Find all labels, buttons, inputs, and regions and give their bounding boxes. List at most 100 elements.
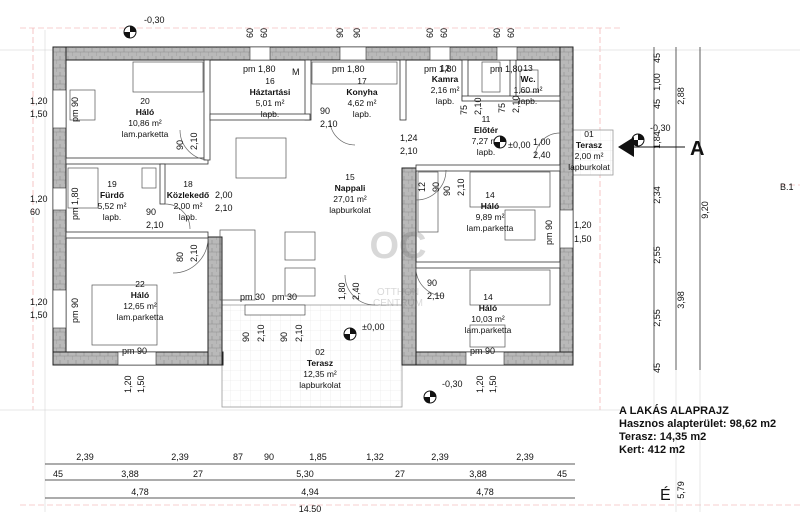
room-floor: lam.parketta xyxy=(117,312,164,322)
dimension-label: 2,88 xyxy=(676,87,686,105)
room-number: 22 xyxy=(135,279,145,289)
apartment-info: A LAKÁS ALAPRAJZ Hasznos alapterület: 98… xyxy=(619,405,799,457)
door-width-label: 75 xyxy=(459,105,469,115)
door-width-label: 80 xyxy=(175,252,185,262)
door-width-label: 1,24 xyxy=(400,133,418,143)
svg-text:±0,00: ±0,00 xyxy=(362,322,384,332)
room-area: 10,86 m² xyxy=(128,118,162,128)
room-area: 5,52 m² xyxy=(98,201,127,211)
dimension-label: 2,39 xyxy=(431,452,449,462)
room-floor: lapb. xyxy=(519,96,537,106)
room-area: 2,00 m² xyxy=(575,151,604,161)
window-parapet-label: pm 90 xyxy=(470,346,495,356)
room-name: Közlekedő xyxy=(167,190,210,200)
info-terrace-area: Terasz: 14,35 m2 xyxy=(619,431,707,443)
svg-text:-0,30: -0,30 xyxy=(650,123,671,133)
room-number: 02 xyxy=(315,347,325,357)
room-number: 12 xyxy=(440,63,450,73)
room-floor: lapb. xyxy=(436,96,454,106)
window-width-label: 1,20 xyxy=(475,375,485,393)
dimension-label: 45 xyxy=(652,53,662,63)
svg-text:-0,30: -0,30 xyxy=(144,15,165,25)
dimension-label: 14,50 xyxy=(299,504,322,512)
window-width-label: 1,20 xyxy=(123,375,133,393)
dimension-label: 27 xyxy=(395,469,405,479)
room-area: 5,01 m² xyxy=(256,98,285,108)
room-area: 2,00 m² xyxy=(174,201,203,211)
interior-walls xyxy=(65,59,561,269)
dimension-label: 1,84 xyxy=(652,131,662,149)
window-parapet-label: pm 1,80 xyxy=(490,64,523,74)
door-height-label: 2,40 xyxy=(351,282,361,300)
window-height-label: 1,50 xyxy=(30,310,48,320)
window-parapet-label: pm 1,80 xyxy=(243,64,276,74)
dimension-lines-bottom xyxy=(45,463,575,499)
window-width-label: 1,20 xyxy=(30,194,48,204)
window-height-label: 1,50 xyxy=(30,109,48,119)
window-width-label: 1,20 xyxy=(30,96,48,106)
room-name: Kamra xyxy=(432,74,459,84)
svg-text:±0,00: ±0,00 xyxy=(508,140,530,150)
window-height-label: 60 xyxy=(506,28,516,38)
dimension-lines-right xyxy=(653,47,701,370)
room-number: 15 xyxy=(345,172,355,182)
door-width-label: 90 xyxy=(175,140,185,150)
dimension-label: 1,00 xyxy=(652,73,662,91)
room-floor: lam.parketta xyxy=(122,129,169,139)
furniture xyxy=(67,61,551,348)
dimension-label: 2,55 xyxy=(652,309,662,327)
door-parapet-label: pm 30 xyxy=(272,292,297,302)
door-dimension-label: 2,10 xyxy=(294,324,304,342)
door-height-label: 90 xyxy=(431,182,441,192)
room-name: Terasz xyxy=(307,358,333,368)
room-floor: lam.parketta xyxy=(467,223,514,233)
dimension-label: 87 xyxy=(233,452,243,462)
dimension-label: 45 xyxy=(557,469,567,479)
window-width-label: 60 xyxy=(245,28,255,38)
room-area: 12,65 m² xyxy=(123,301,157,311)
door-height-label: 2,10 xyxy=(427,291,445,301)
room-area: 27,01 m² xyxy=(333,194,367,204)
dimension-label: 4,94 xyxy=(301,487,319,497)
door-height-label: 2,10 xyxy=(456,178,466,196)
room-number: 17 xyxy=(357,76,367,86)
window-width-label: 60 xyxy=(425,28,435,38)
room-floor: lapb. xyxy=(179,212,197,222)
window-width-label: 60 xyxy=(492,28,502,38)
window-parapet-label: pm 1,80 xyxy=(332,64,365,74)
door-width-label: 12 xyxy=(417,182,427,192)
window-width-label: 1,20 xyxy=(574,220,592,230)
room-name: Fürdő xyxy=(100,190,124,200)
dimension-label: 2,39 xyxy=(171,452,189,462)
info-garden-area: Kert: 412 m2 xyxy=(619,444,686,456)
dimension-label: 9,20 xyxy=(700,201,710,219)
window-height-label: 60 xyxy=(439,28,449,38)
dimension-label: 90 xyxy=(264,452,274,462)
info-title: A LAKÁS ALAPRAJZ xyxy=(619,405,729,417)
room-area: 9,89 m² xyxy=(476,212,505,222)
room-number: 14 xyxy=(483,292,493,302)
dimension-label: 1,85 xyxy=(309,452,327,462)
window-parapet-label: pm 1,80 xyxy=(424,64,457,74)
room-floor: lapburkolat xyxy=(299,380,341,390)
dimension-label: 4,78 xyxy=(131,487,149,497)
section-b-label: B.1 xyxy=(780,182,794,192)
svg-text:-0,30: -0,30 xyxy=(442,379,463,389)
dimension-label: 2,39 xyxy=(516,452,534,462)
room-number: 01 xyxy=(584,129,594,139)
door-width-label: 90 xyxy=(427,278,437,288)
section-marker-a: A xyxy=(618,137,704,160)
room-number: 14 xyxy=(485,190,495,200)
svg-text:A: A xyxy=(690,138,704,160)
window-height-label: 1,50 xyxy=(574,234,592,244)
room-number: 18 xyxy=(183,179,193,189)
dimension-label: 3,88 xyxy=(121,469,139,479)
room-name: Háló xyxy=(481,201,499,211)
room-name: Nappali xyxy=(335,183,366,193)
terrace-02-floor xyxy=(221,304,403,408)
dimension-text-right: 451,00451,842,342,552,55452,883,989,205,… xyxy=(652,53,710,499)
room-floor: lapburkolat xyxy=(568,162,610,172)
room-number: 19 xyxy=(107,179,117,189)
